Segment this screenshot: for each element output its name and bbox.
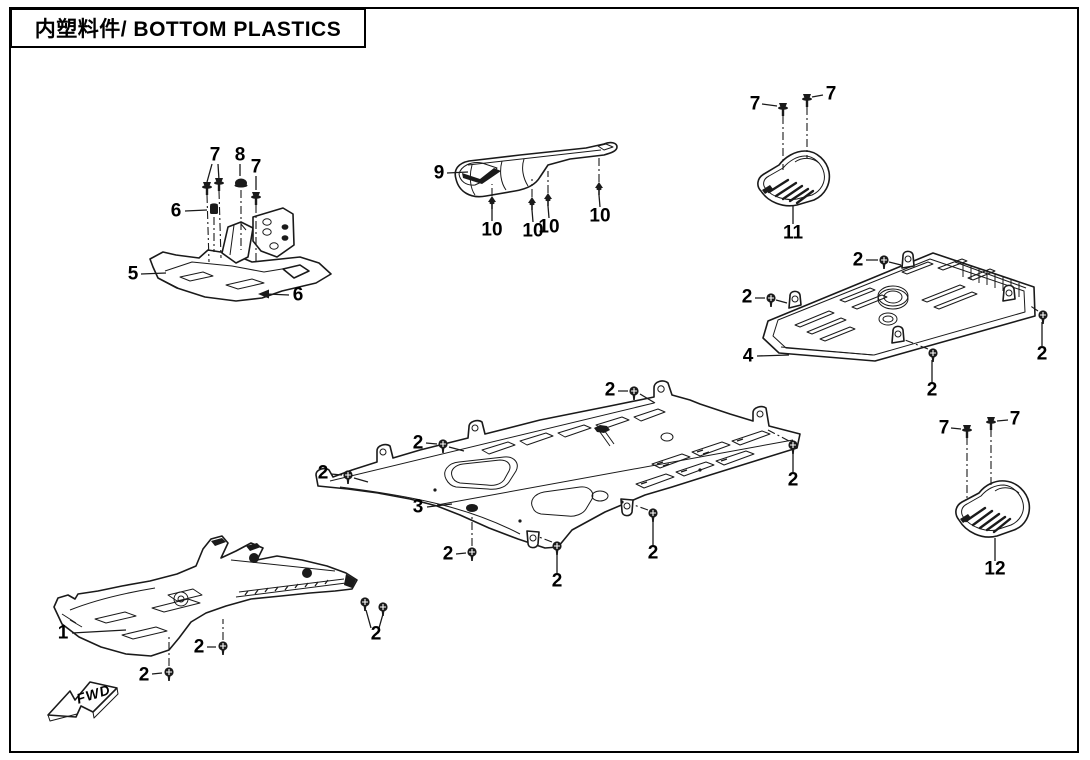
part-5-bracket-drawing	[140, 163, 332, 302]
page-border	[9, 7, 1079, 753]
part-3-center-skid-drawing	[315, 380, 801, 575]
fwd-arrow	[47, 681, 119, 722]
part-12-skid-drawing	[950, 417, 1031, 561]
part-9-cover-drawing	[446, 141, 618, 223]
part-11-skid-drawing	[757, 94, 831, 224]
title-block: 内塑料件/ BOTTOM PLASTICS	[10, 8, 366, 48]
page-title: 内塑料件/ BOTTOM PLASTICS	[34, 18, 342, 41]
part-4-floor-panel-drawing	[755, 250, 1049, 383]
part-1-front-skid-drawing	[53, 535, 389, 682]
